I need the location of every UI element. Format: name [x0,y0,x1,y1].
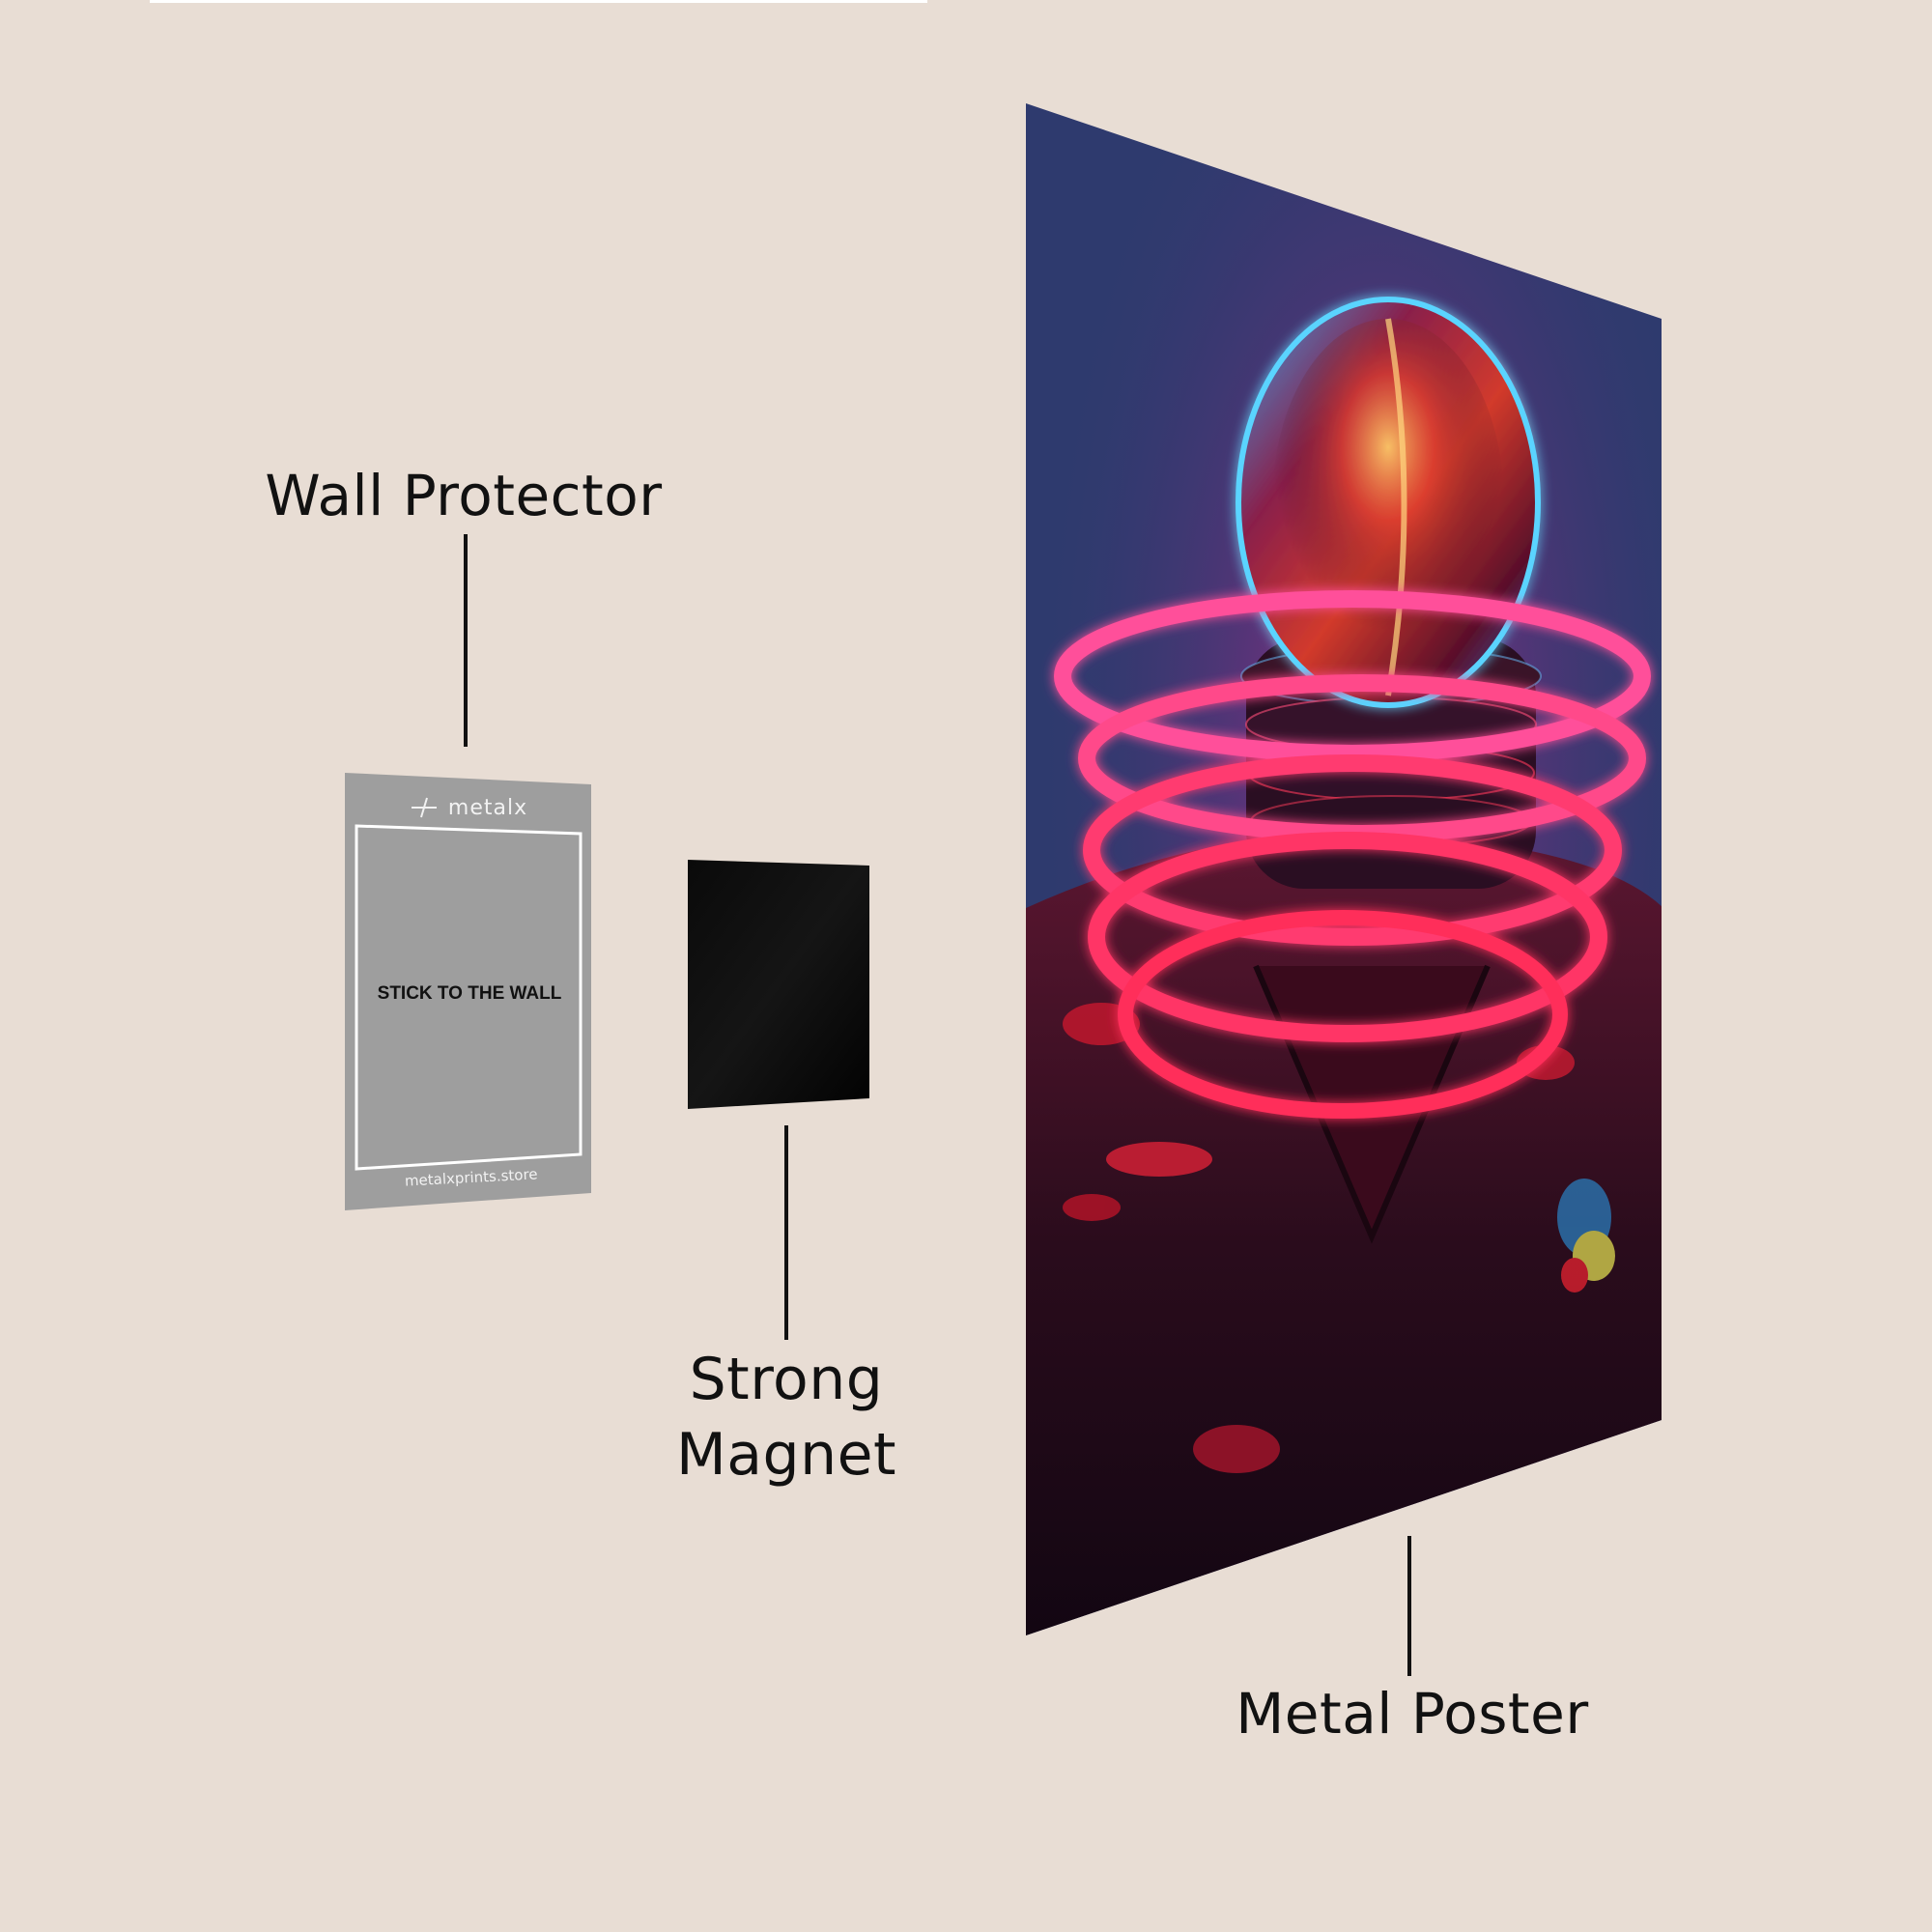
strong-magnet-label-line2: Magnet [675,1421,897,1489]
protector-instruction-text: STICK TO THE WALL [378,983,562,1004]
wall-protector-label: Wall Protector [265,463,663,528]
top-white-strip [150,0,927,3]
strong-magnet-label-line1: Strong [689,1346,884,1413]
wall-protector-leader-line [464,534,468,747]
metal-poster-leader-line [1407,1536,1411,1676]
wall-protector-panel: metalx STICK TO THE WALL metalxprints.st… [345,773,591,1210]
protector-brand-text: metalx [448,796,527,820]
metal-poster-label: Metal Poster [1236,1681,1589,1747]
strong-magnet-plate [688,860,869,1109]
strong-magnet-leader-line [784,1125,788,1340]
metalx-logo-icon [412,797,437,818]
metal-poster [1026,103,1662,1635]
